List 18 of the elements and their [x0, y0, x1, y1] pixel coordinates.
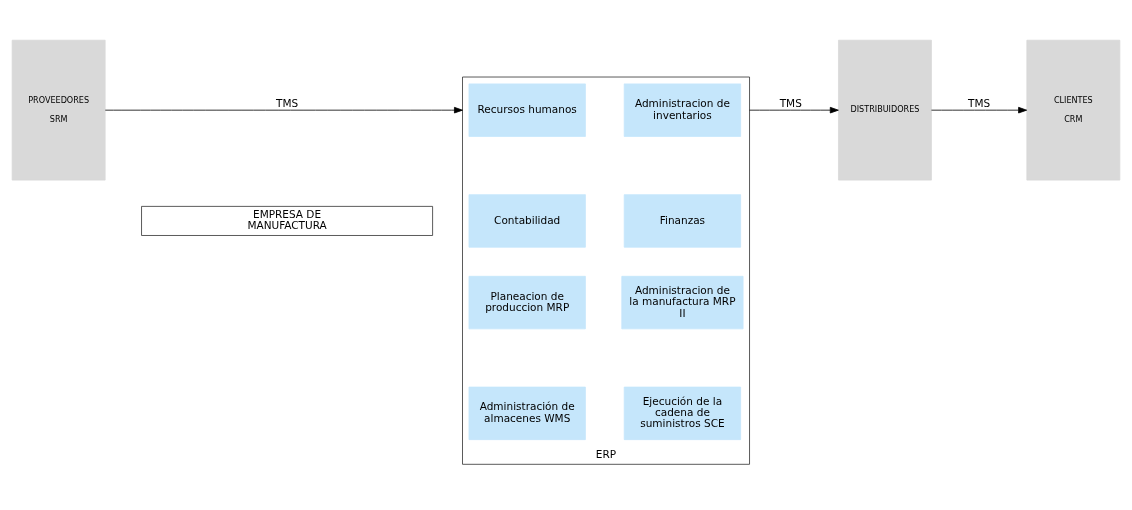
node-box: Administración de almacenes WMS [468, 386, 586, 440]
edge-label: TMS [275, 96, 299, 109]
node-box: Ejecución de la cadena de suministros SCE [623, 386, 742, 440]
arrow [749, 106, 839, 113]
node-box: Finanzas [623, 193, 742, 248]
arrow [931, 106, 1028, 113]
node-box: Administracion de inventarios [623, 83, 742, 137]
node-box: Contabilidad [468, 193, 586, 248]
edge-label: TMS [779, 96, 802, 109]
node-box: CLIENTES CRM [1026, 39, 1121, 180]
node-box: EMPRESA DE MANUFACTURA [141, 205, 433, 236]
edge-label: TMS [968, 96, 991, 109]
node-box: PROVEEDORES SRM [11, 39, 106, 180]
node-box: Planeacion de produccion MRP [468, 275, 586, 329]
arrow [104, 106, 463, 113]
node-box: Recursos humanos [468, 83, 586, 137]
node-box: DISTRIBUIDORES [838, 39, 932, 180]
node-box: Administracion de la manufactura MRP II [621, 275, 744, 329]
